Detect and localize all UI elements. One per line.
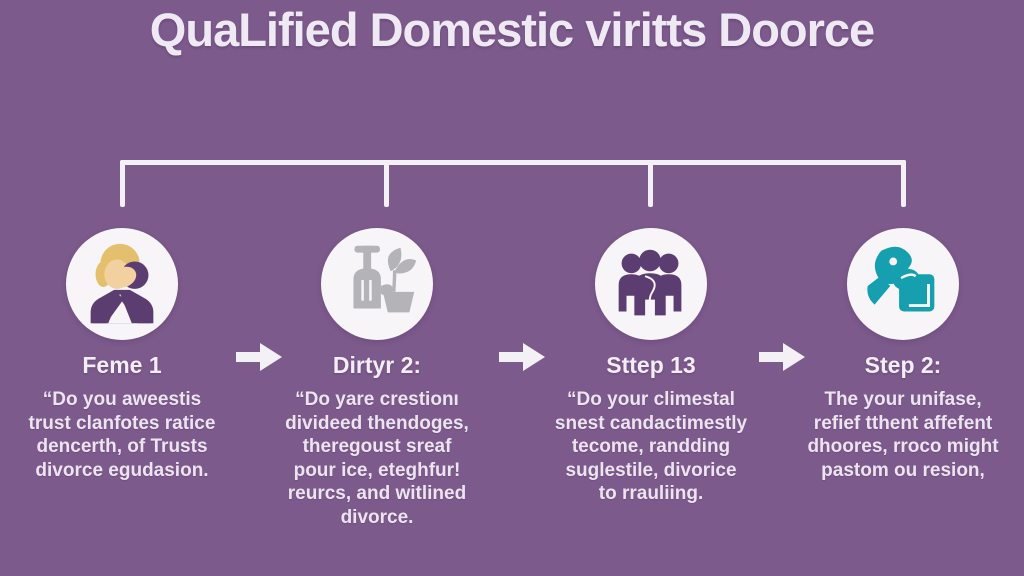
step-column-4: Step 2: The your unifase, refief tthent … bbox=[787, 228, 1019, 482]
step-1-label: Feme 1 bbox=[82, 352, 162, 378]
step-3-label: Sttep 13 bbox=[606, 352, 696, 378]
shovel-plant-icon bbox=[353, 245, 417, 313]
hand-payment-icon bbox=[867, 246, 935, 312]
page-title: QuaLified Domestic viritts Doorce bbox=[149, 3, 875, 56]
arrow-right-icon bbox=[499, 343, 545, 371]
timeline-bracket-tick-4 bbox=[901, 160, 906, 207]
step-2-label: Dirtyr 2: bbox=[332, 352, 422, 378]
arrow-right-icon bbox=[759, 343, 805, 371]
step-3-icon-circle bbox=[595, 228, 707, 340]
step-column-1: Feme 1 “Do you aweestis trust clanfotes … bbox=[6, 228, 238, 482]
timeline-bracket-horizontal bbox=[120, 160, 906, 165]
step-1-description: “Do you aweestis trust clanfotes ratice … bbox=[28, 389, 216, 481]
step-column-3: Sttep 13 “Do your climestal snest candac… bbox=[535, 228, 767, 506]
step-4-icon-circle bbox=[847, 228, 959, 340]
timeline-bracket-tick-2 bbox=[384, 160, 389, 207]
step-1-icon-circle bbox=[66, 228, 178, 340]
step-3-description: “Do your climestal snest candactimestly … bbox=[554, 389, 748, 504]
timeline-bracket-tick-1 bbox=[120, 160, 125, 207]
step-2-description: “Do yare crestionı divideed thendoges, t… bbox=[285, 389, 469, 528]
step-column-2: Dirtyr 2: “Do yare crestionı divideed th… bbox=[261, 228, 493, 529]
step-4-label: Step 2: bbox=[864, 352, 942, 378]
timeline-bracket-tick-3 bbox=[648, 160, 653, 207]
arrow-right-icon bbox=[236, 343, 282, 371]
family-group-icon bbox=[618, 249, 682, 316]
person-facepalm-icon bbox=[90, 243, 154, 324]
step-2-icon-circle bbox=[321, 228, 433, 340]
step-4-description: The your unifase, refief tthent affefent… bbox=[807, 389, 999, 481]
